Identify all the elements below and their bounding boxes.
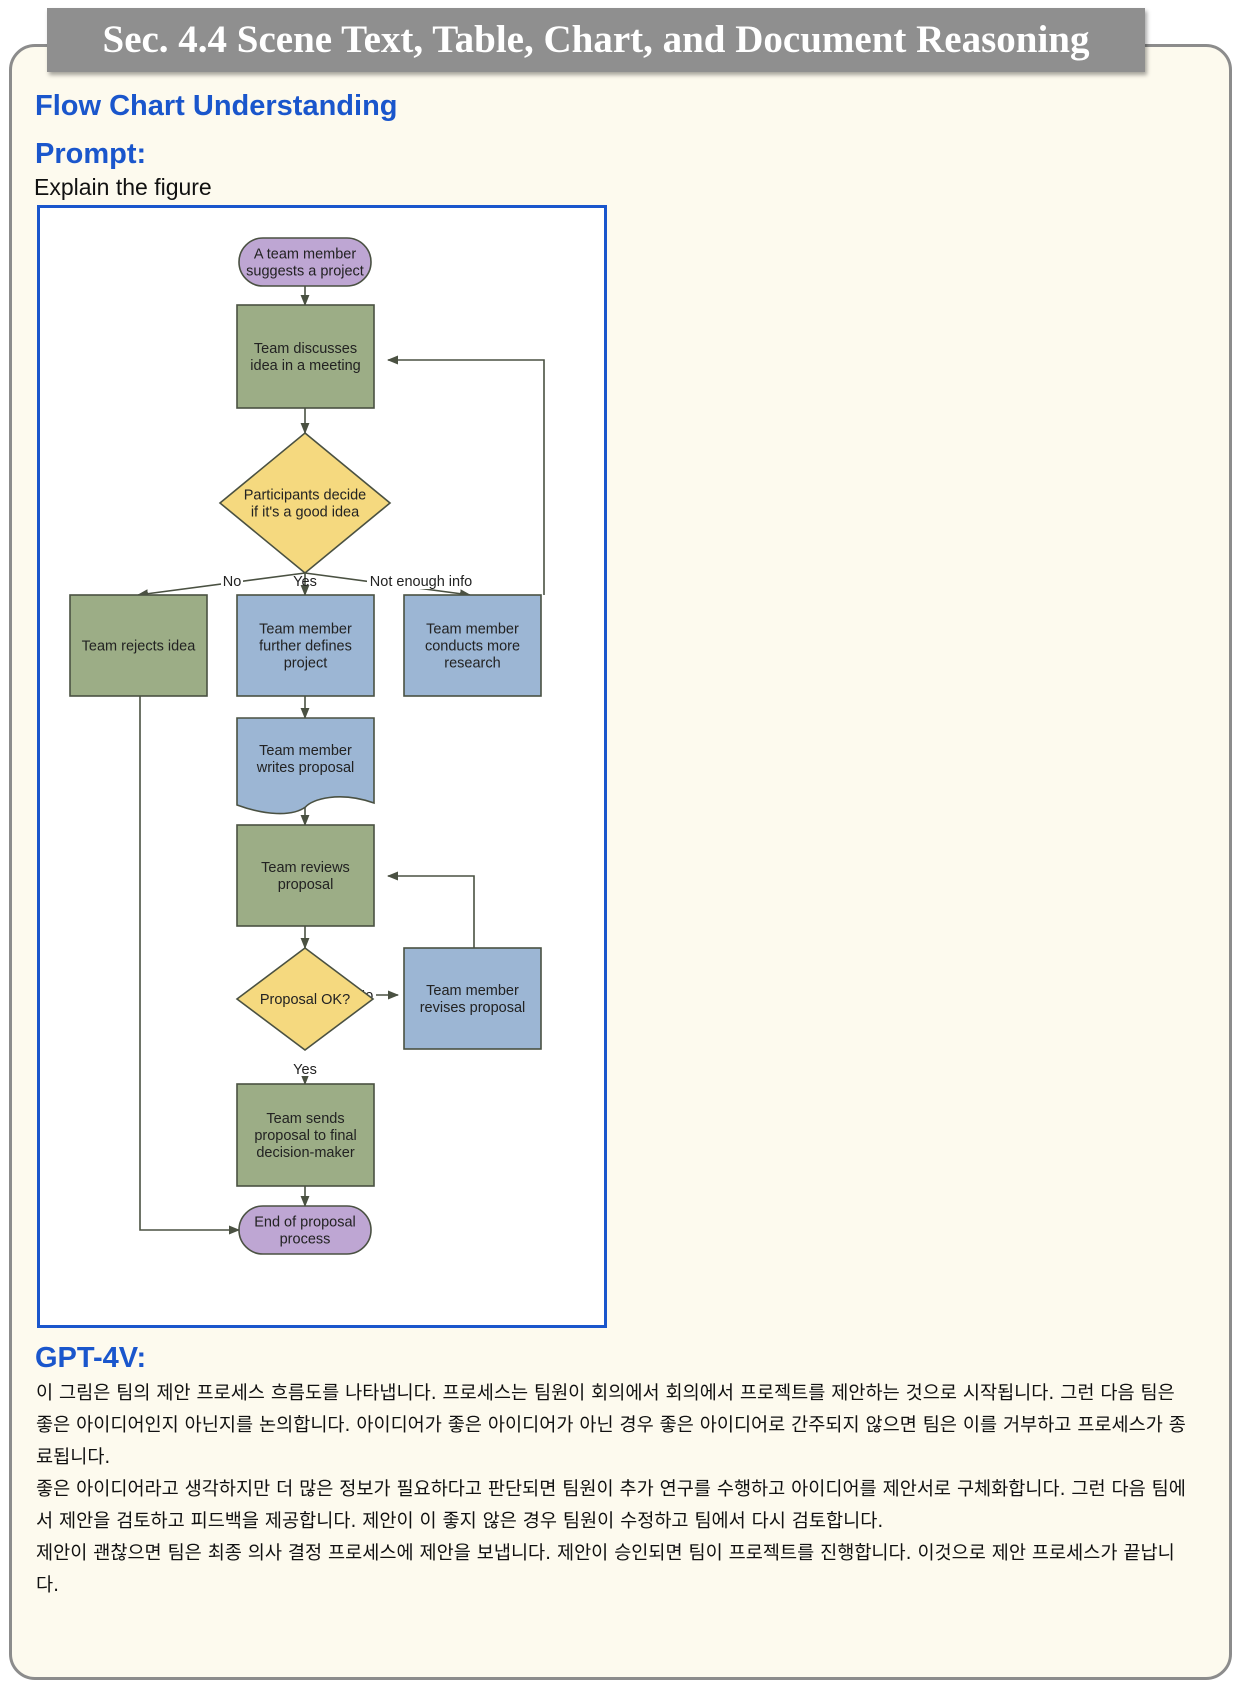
- edge-label-bg: [291, 1060, 321, 1076]
- node-label: suggests a project: [246, 264, 364, 280]
- node-label: Participants decide: [244, 488, 367, 504]
- node-shape: [403, 947, 542, 1050]
- answer-paragraph: 좋은 아이디어라고 생각하지만 더 많은 정보가 필요하다고 판단되면 팀원이 …: [36, 1479, 1186, 1532]
- edge-label-yes: Yes: [293, 574, 317, 590]
- flowchart-figure: No Yes Not enough info No Yes A team mem…: [37, 205, 607, 1328]
- edge-label-ok-yes: Yes: [293, 1062, 317, 1078]
- node-shape: [235, 947, 375, 1051]
- flowchart-svg: No Yes Not enough info No Yes A team mem…: [69, 237, 545, 1255]
- node-shape: [69, 594, 208, 697]
- prompt-label: Prompt:: [35, 138, 147, 170]
- node-label: proposal: [278, 877, 334, 893]
- node-shape: [236, 594, 375, 697]
- node-label: writes proposal: [256, 760, 355, 776]
- answer-paragraph: 제안이 괜찮으면 팀은 최종 의사 결정 프로세스에 제안을 보냅니다. 제안이…: [36, 1543, 1175, 1596]
- node-ok: Proposal OK?: [235, 947, 375, 1051]
- node-reject: Team rejects idea: [69, 594, 208, 697]
- node-label: project: [284, 656, 328, 672]
- node-label: research: [444, 656, 500, 672]
- node-label: revises proposal: [420, 1000, 526, 1016]
- answer-paragraph: 이 그림은 팀의 제안 프로세스 흐름도를 나타냅니다. 프로세스는 팀원이 회…: [36, 1383, 1186, 1468]
- node-label: Team sends: [266, 1111, 344, 1127]
- node-label: Team discusses: [254, 341, 357, 357]
- node-label: idea in a meeting: [250, 358, 360, 374]
- node-shape: [403, 594, 542, 697]
- edge-label-bg: [367, 573, 475, 589]
- node-shape: [238, 237, 372, 287]
- section-title: Sec. 4.4 Scene Text, Table, Chart, and D…: [47, 8, 1145, 72]
- node-label: further defines: [259, 639, 352, 655]
- node-label: decision-maker: [256, 1145, 354, 1161]
- prompt-text: Explain the figure: [34, 174, 212, 200]
- node-label: End of proposal: [254, 1215, 356, 1231]
- node-label: Team rejects idea: [82, 639, 197, 655]
- edge-label-no: No: [223, 574, 242, 590]
- node-shape: [236, 304, 375, 409]
- answer-label: GPT-4V:: [35, 1342, 147, 1374]
- node-label: proposal to final: [254, 1128, 356, 1144]
- node-label: conducts more: [425, 639, 520, 655]
- node-label: Proposal OK?: [260, 992, 350, 1008]
- node-shape: [236, 824, 375, 927]
- edge-revise-review: [386, 871, 475, 948]
- answer-text: 이 그림은 팀의 제안 프로세스 흐름도를 나타냅니다. 프로세스는 팀원이 회…: [36, 1378, 1196, 1602]
- node-label: Team member: [426, 622, 519, 638]
- edge-label-bg: [221, 573, 243, 589]
- node-shape: [238, 1205, 372, 1255]
- node-label: Team member: [259, 622, 352, 638]
- task-title: Flow Chart Understanding: [35, 90, 398, 122]
- node-label: Team member: [259, 743, 352, 759]
- node-label: process: [280, 1232, 331, 1248]
- node-label: if it's a good idea: [251, 505, 360, 521]
- node-shape: [236, 717, 375, 815]
- edge-label-not-enough-info: Not enough info: [370, 574, 472, 590]
- node-label: Team reviews: [261, 860, 350, 876]
- edge-reject-end: [139, 696, 241, 1235]
- node-shape: [236, 1083, 375, 1187]
- node-label: Team member: [426, 983, 519, 999]
- node-shape: [218, 431, 392, 575]
- edge-research-discuss: [386, 355, 545, 595]
- node-label: A team member: [254, 247, 357, 263]
